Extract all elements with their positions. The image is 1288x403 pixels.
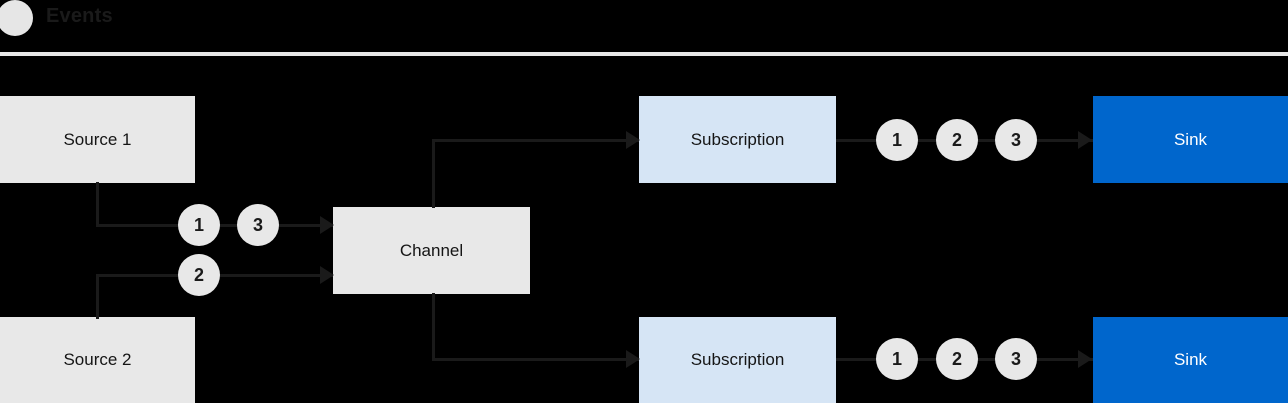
event-token[interactable]: 1 (876, 119, 918, 161)
header-bar: Events (0, 0, 1288, 52)
connector-source1-vertical (96, 182, 99, 227)
arrowhead-subscription-bottom-to-sink (1078, 350, 1092, 368)
connector-channel-top-vertical (432, 140, 435, 208)
event-token[interactable]: 1 (178, 204, 220, 246)
node-source-2-label: Source 2 (63, 350, 132, 369)
event-token[interactable]: 3 (995, 119, 1037, 161)
event-token[interactable]: 2 (178, 254, 220, 296)
node-sink-top-label: Sink (1173, 129, 1208, 149)
node-subscription-top[interactable]: Subscription (639, 96, 836, 183)
connector-channel-bottom-vertical (432, 293, 435, 361)
node-source-1-label: Source 1 (63, 129, 132, 149)
arrowhead-source1-to-channel (320, 216, 334, 234)
event-token[interactable]: 2 (936, 119, 978, 161)
arrowhead-channel-to-subscription-top (626, 131, 640, 149)
arrowhead-subscription-top-to-sink (1078, 131, 1092, 149)
node-source-2[interactable]: Source 2 (0, 317, 195, 403)
node-sink-bottom[interactable]: Sink (1093, 317, 1288, 403)
page-title: Events (46, 5, 113, 27)
event-token[interactable]: 3 (237, 204, 279, 246)
events-dot-icon (0, 0, 33, 36)
event-token[interactable]: 3 (995, 338, 1037, 380)
node-subscription-bottom-label: Subscription (690, 350, 785, 369)
connector-channel-top-horizontal (432, 139, 639, 142)
node-source-1[interactable]: Source 1 (0, 96, 195, 183)
node-sink-top[interactable]: Sink (1093, 96, 1288, 183)
connector-source2-vertical (96, 274, 99, 319)
node-subscription-bottom[interactable]: Subscription (639, 317, 836, 403)
event-token[interactable]: 1 (876, 338, 918, 380)
event-token[interactable]: 2 (936, 338, 978, 380)
node-subscription-top-label: Subscription (690, 129, 785, 149)
node-channel-label: Channel (399, 240, 464, 260)
header-divider (0, 52, 1288, 56)
arrowhead-source2-to-channel (320, 266, 334, 284)
node-channel[interactable]: Channel (333, 207, 530, 294)
node-sink-bottom-label: Sink (1173, 350, 1208, 369)
arrowhead-channel-to-subscription-bottom (626, 350, 640, 368)
connector-channel-bottom-horizontal (432, 358, 639, 361)
